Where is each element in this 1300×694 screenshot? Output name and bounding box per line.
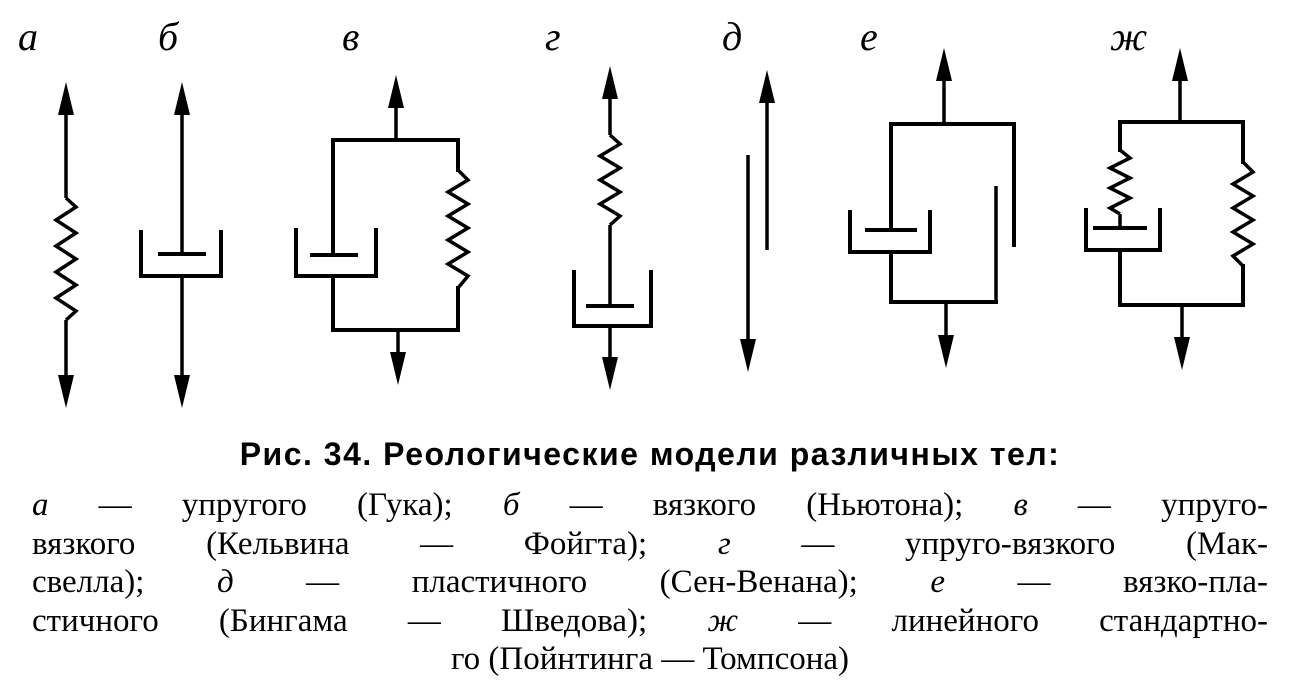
spring bbox=[52, 196, 80, 322]
caption-text: вязкого (Кельвина — Фойгта); bbox=[32, 525, 718, 562]
caption-line-2: вязкого (Кельвина — Фойгта); г — упруго-… bbox=[32, 525, 1268, 564]
figure-caption-title: Рис. 34. Реологические модели различных … bbox=[239, 436, 1061, 472]
dashpot-cup bbox=[1084, 208, 1162, 252]
spring bbox=[596, 133, 624, 227]
arrow-up bbox=[388, 75, 404, 108]
label-a: а bbox=[18, 14, 38, 59]
model-v-kelvin-voigt: в bbox=[294, 14, 472, 385]
label-b: б bbox=[158, 14, 180, 59]
caption-text: свелла); bbox=[32, 564, 217, 600]
spring bbox=[444, 168, 472, 290]
caption-text: — линейного стандартно- bbox=[738, 602, 1268, 639]
caption-letter: б bbox=[502, 487, 520, 523]
arrow-up bbox=[174, 82, 190, 115]
label-d: д bbox=[722, 14, 742, 59]
label-e: е bbox=[860, 14, 878, 59]
spring-top bbox=[1106, 148, 1134, 216]
caption-text: го (Пойнтинга — Томпсона) bbox=[450, 641, 850, 677]
arrow-down bbox=[390, 352, 406, 385]
caption-text: — вязкого (Ньютона); bbox=[519, 487, 1014, 523]
arrow-down bbox=[602, 357, 618, 390]
model-a-hooke: а bbox=[18, 14, 80, 408]
caption-line-5: го (Пойнтинга — Томпсона) bbox=[32, 640, 1268, 679]
arrow-up bbox=[1172, 48, 1188, 81]
caption-text: — упругого (Гука); bbox=[48, 487, 503, 523]
caption-text: — вязко-пла- bbox=[944, 564, 1269, 600]
caption-text: — упруго- bbox=[1027, 487, 1268, 523]
caption-letter: е bbox=[930, 564, 945, 600]
caption-line-3: свелла); д — пластичного (Сен-Венана); е… bbox=[32, 563, 1268, 602]
dashpot-cup bbox=[294, 228, 378, 278]
caption-text: — пластичного (Сен-Венана); bbox=[233, 564, 931, 600]
model-b-newton: б bbox=[139, 14, 223, 408]
caption-line-1: а — упругого (Гука); б — вязкого (Ньютон… bbox=[32, 486, 1268, 525]
caption-letter: д bbox=[216, 564, 234, 600]
caption-line-4: стичного (Бингама — Шведова); ж — линейн… bbox=[32, 602, 1268, 641]
arrow-down bbox=[174, 375, 190, 408]
arrow-up bbox=[936, 48, 952, 81]
caption-letter: а bbox=[32, 487, 49, 523]
arrow-up bbox=[602, 66, 618, 99]
caption-letter: в bbox=[1013, 487, 1028, 523]
model-d-saint-venant: д bbox=[722, 14, 775, 372]
caption-letter: ж bbox=[707, 602, 739, 639]
rheological-models-diagram: а б в bbox=[18, 14, 1257, 408]
label-g: г bbox=[545, 14, 561, 59]
model-zh-poynting-thomson: ж bbox=[1084, 14, 1257, 370]
arrow-down bbox=[740, 339, 756, 372]
label-zh: ж bbox=[1110, 14, 1147, 59]
caption-text: стичного (Бингама — Шведова); bbox=[32, 602, 708, 639]
arrow-down bbox=[1174, 337, 1190, 370]
spring-right bbox=[1229, 160, 1257, 268]
label-v: в bbox=[342, 14, 359, 59]
arrow-down bbox=[938, 335, 954, 368]
dashpot-cup bbox=[572, 270, 653, 328]
model-g-maxwell: г bbox=[545, 14, 653, 390]
caption-letter: г bbox=[717, 525, 731, 562]
figure-caption-body: а — упругого (Гука); б — вязкого (Ньютон… bbox=[32, 486, 1268, 679]
model-e-bingham: е bbox=[848, 14, 1016, 368]
arrow-down bbox=[58, 375, 74, 408]
arrow-up bbox=[759, 70, 775, 103]
caption-text: — упруго-вязкого (Мак- bbox=[730, 525, 1268, 562]
arrow-up bbox=[58, 82, 74, 115]
